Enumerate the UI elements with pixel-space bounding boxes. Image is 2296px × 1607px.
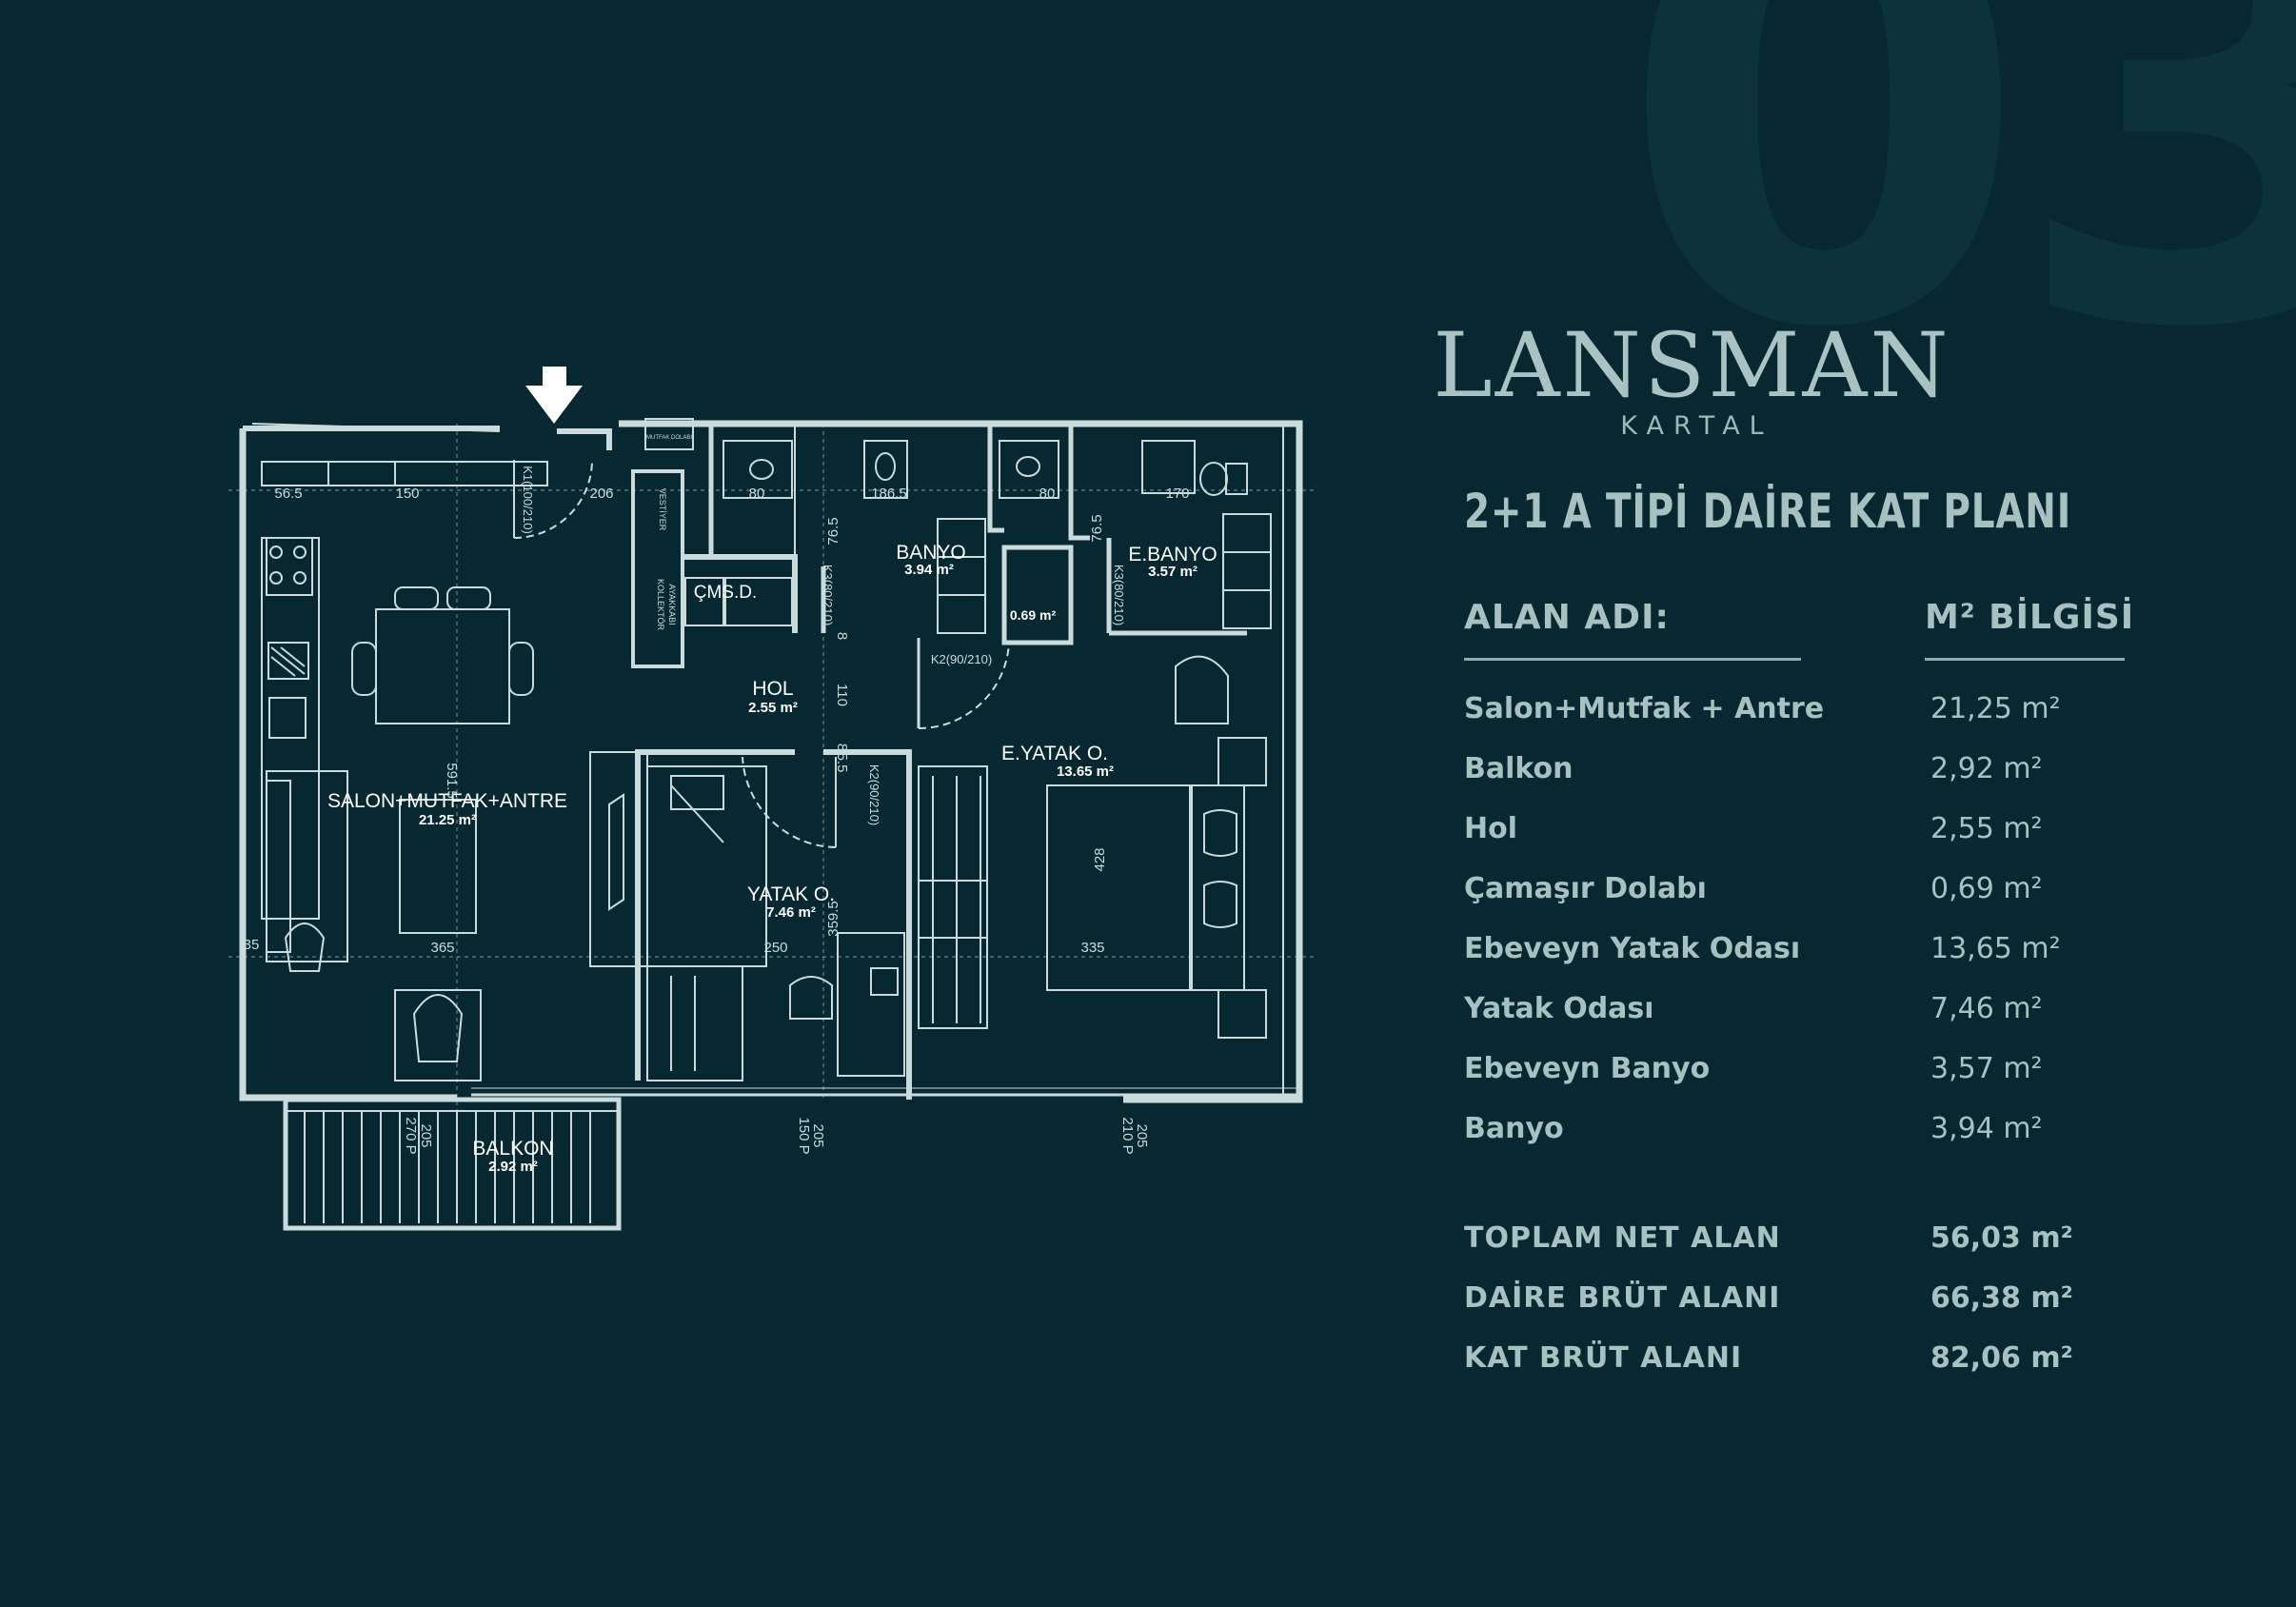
dim-label: 205	[1134, 1123, 1150, 1147]
dim-label: 76.5	[1089, 514, 1105, 542]
row-value: 3,57 m²	[1930, 1052, 2043, 1085]
room-area: 2.55 m²	[748, 700, 798, 716]
room-name: YATAK O.	[747, 883, 835, 905]
room-area: 3.94 m²	[904, 562, 954, 578]
row-label: Ebeveyn Yatak Odası	[1464, 932, 1801, 965]
dim-label: 8	[834, 744, 850, 751]
row-value: 2,92 m²	[1930, 752, 2043, 785]
dim-label: 56.5	[274, 486, 302, 502]
label-mutfak-dolabi: MUTFAK DOLABI	[646, 435, 692, 441]
header-area-name: ALAN ADI:	[1464, 598, 1801, 661]
dim-label: 335	[1080, 940, 1104, 956]
row-label: Salon+Mutfak + Antre	[1464, 692, 1825, 725]
row-value: 7,46 m²	[1930, 992, 2043, 1025]
brand-sub: KARTAL	[1620, 411, 1773, 441]
dim-label: 8	[834, 632, 850, 640]
room-name: SALON+MUTFAK+ANTRE	[327, 790, 567, 812]
dim-label: 5.5	[834, 753, 850, 773]
page-number-watermark: 03	[1618, 0, 2296, 457]
label-door-entry: K1(100/210)	[521, 466, 535, 534]
row-label: Çamaşır Dolabı	[1464, 872, 1707, 905]
dim-label: 150	[395, 486, 419, 502]
row-value: 13,65 m²	[1930, 932, 2061, 965]
room-name: ÇMS.D.	[694, 583, 758, 603]
room-name: E.BANYO	[1128, 544, 1217, 565]
room-area: 3.57 m²	[1148, 564, 1197, 580]
total-value: 56,03 m²	[1930, 1221, 2073, 1255]
room-name: E.YATAK O.	[1001, 743, 1108, 764]
dim-label: 250	[763, 940, 787, 956]
dim-label: 80	[1039, 486, 1056, 502]
room-area: 21.25 m²	[419, 812, 476, 828]
entrance-arrow-icon	[525, 367, 583, 424]
room-name: BALKON	[472, 1138, 553, 1160]
dim-label: 80	[749, 486, 765, 502]
row-value: 3,94 m²	[1930, 1112, 2043, 1145]
row-value: 21,25 m²	[1930, 692, 2061, 725]
dim-label: 205	[418, 1123, 434, 1147]
label-vestiyer: VESTİYER	[658, 488, 667, 531]
total-label: DAİRE BRÜT ALANI	[1464, 1281, 1781, 1315]
dim-label: 365	[430, 940, 454, 956]
total-label: KAT BRÜT ALANI	[1464, 1341, 1743, 1375]
dim-label: 428	[1092, 847, 1108, 871]
room-name: HOL	[752, 678, 793, 700]
dim-label: 186.5	[871, 486, 907, 502]
floor-plan: SALON+MUTFAK+ANTRE 21.25 m² HOL 2.55 m² …	[228, 367, 1314, 1231]
dim-label: 359.5	[825, 901, 841, 937]
room-area: 13.65 m²	[1057, 764, 1114, 780]
label-door-ebanyo: K3(80/210)	[1112, 565, 1126, 625]
label-door-hol: K2(90/210)	[931, 652, 992, 666]
dim-label: 35	[244, 937, 260, 953]
dim-label: 150 P	[796, 1117, 812, 1154]
dim-label: 110	[834, 684, 850, 706]
label-door-banyo: K3(80/210)	[821, 565, 835, 625]
room-area: 0.69 m²	[1010, 607, 1057, 623]
header-area-value: M² BİLGİSİ	[1925, 598, 2133, 661]
room-area: 7.46 m²	[766, 904, 816, 921]
dim-label: 205	[810, 1123, 826, 1147]
label-ayakkabi: AYAKKABI	[667, 584, 677, 625]
row-label: Yatak Odası	[1464, 992, 1654, 1025]
room-name: BANYO	[896, 542, 966, 564]
total-label: TOPLAM NET ALAN	[1464, 1221, 1781, 1255]
row-label: Ebeveyn Banyo	[1464, 1052, 1711, 1085]
room-area: 2.92 m²	[488, 1159, 538, 1175]
dim-label: 591.5	[444, 763, 460, 799]
label-kollektor: KOLLEKTÖR	[656, 579, 665, 631]
label-door-yatak: K2(90/210)	[867, 764, 881, 825]
row-label: Hol	[1464, 812, 1518, 845]
row-value: 0,69 m²	[1930, 872, 2043, 905]
dim-label: 210 P	[1119, 1117, 1136, 1154]
total-value: 82,06 m²	[1930, 1341, 2073, 1375]
dim-label: 170	[1165, 486, 1189, 502]
row-label: Balkon	[1464, 752, 1574, 785]
brand-name: LANSMAN	[1433, 314, 1951, 418]
row-label: Banyo	[1464, 1112, 1564, 1145]
row-value: 2,55 m²	[1930, 812, 2043, 845]
brand-logo: LANSMAN KARTAL	[1433, 314, 1951, 442]
plan-title: 2+1 A TİPİ DAİRE KAT PLANI	[1464, 484, 2072, 539]
dim-label: 76.5	[825, 517, 841, 545]
dim-label: 270 P	[403, 1117, 419, 1154]
total-value: 66,38 m²	[1930, 1281, 2073, 1315]
dim-label: 206	[589, 486, 613, 502]
